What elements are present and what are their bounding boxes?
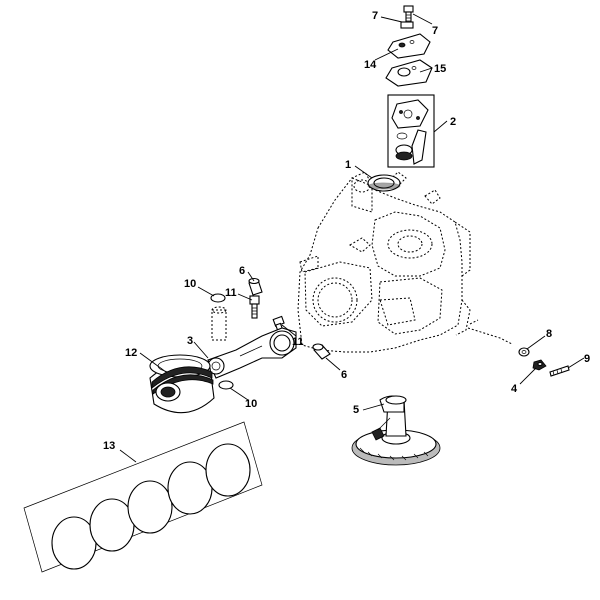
retaining-ring-10-bottom [218, 380, 234, 390]
dowel-pin-6-bottom [312, 343, 331, 360]
callout-8: 8 [546, 328, 552, 340]
callout-11-right: 11 [292, 336, 304, 348]
piston-12 [149, 354, 215, 414]
callout-5: 5 [353, 404, 359, 416]
piston-pin [211, 306, 227, 341]
callout-4: 4 [511, 383, 518, 395]
callout-9: 9 [584, 353, 590, 365]
callout-11-left: 11 [225, 287, 237, 299]
leader-lines [119, 13, 585, 463]
gasket-15 [385, 59, 433, 87]
bolt-7 [400, 5, 414, 29]
callout-1: 1 [345, 159, 351, 171]
connecting-rod-3 [207, 327, 297, 379]
oil-seal-1 [367, 174, 401, 192]
callout-13: 13 [103, 440, 115, 452]
callout-15: 15 [434, 63, 446, 75]
stud-9 [549, 365, 570, 377]
dowel-pin-6-top [248, 277, 263, 296]
screw-11-left [249, 295, 260, 319]
crankshaft-gear-5 [351, 395, 441, 466]
callout-labels: 7 7 14 15 2 1 6 10 11 11 3 12 10 6 5 8 4… [103, 10, 590, 452]
governor-shaft [467, 319, 513, 345]
callout-7-left: 7 [372, 10, 378, 22]
piston-ring-set-13 [23, 421, 263, 573]
callout-10-top: 10 [184, 278, 196, 290]
callout-6-top: 6 [239, 265, 245, 277]
nut-4 [532, 359, 547, 371]
callout-2: 2 [450, 116, 456, 128]
callout-3: 3 [187, 335, 193, 347]
callout-7-right: 7 [432, 25, 438, 37]
engine-block [297, 171, 471, 353]
gasket-kit-2 [387, 94, 435, 168]
callout-10-bottom: 10 [245, 398, 257, 410]
washer-8 [518, 347, 530, 357]
retaining-ring-10-top [210, 293, 226, 303]
callout-14: 14 [364, 59, 377, 71]
cover-plate-14 [387, 33, 431, 59]
callout-12: 12 [125, 347, 137, 359]
callout-6-bottom: 6 [341, 369, 347, 381]
